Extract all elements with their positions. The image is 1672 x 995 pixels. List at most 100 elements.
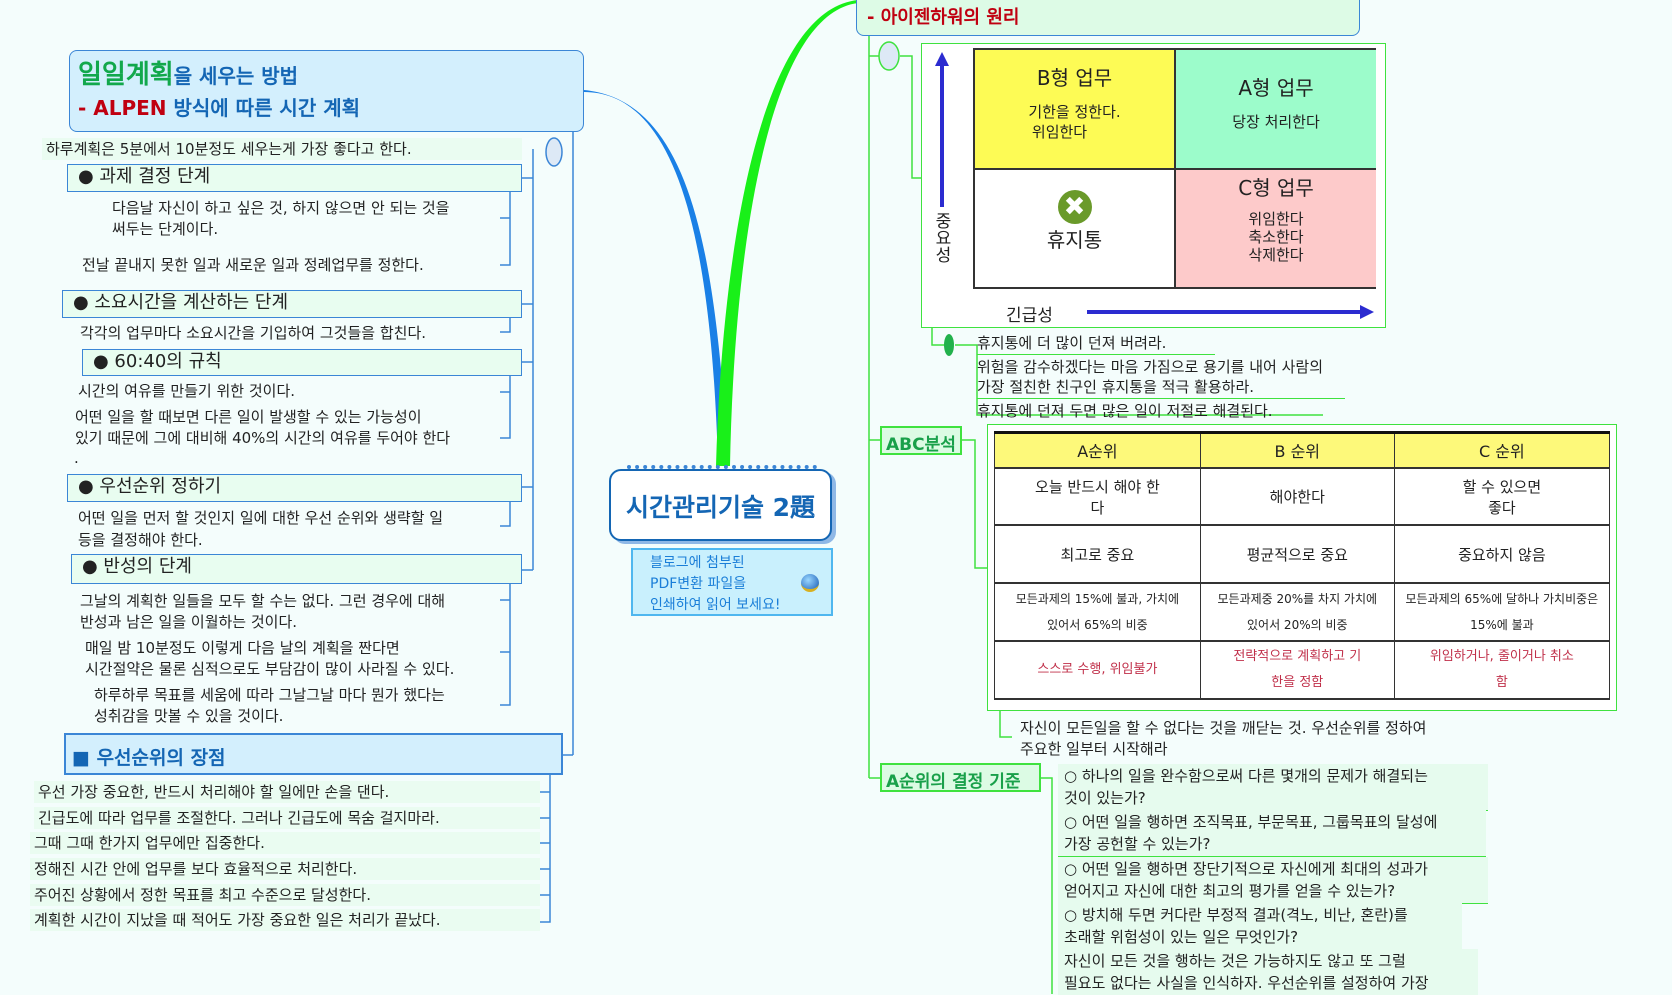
note-line: 인쇄하여 읽어 보세요! — [650, 597, 781, 613]
quadrant-grid: B형 업무 기한을 정한다. 위임한다 A형 업무 당장 처리한다 ✖ 휴지통 … — [973, 48, 1376, 289]
title-rest: 을 세우는 방법 — [173, 64, 299, 88]
table-cell: 모든과제의 15%에 불과, 가치에 있어서 65%의 비중 — [994, 583, 1201, 643]
quadrant-c-line: 위임한다 — [1248, 210, 1304, 228]
central-title: 시간관리기술 2題 — [625, 493, 816, 522]
central-topic[interactable]: 시간관리기술 2題 — [609, 465, 832, 541]
step-time-calc[interactable]: ● 소요시간을 계산하는 단계 — [62, 290, 522, 318]
trash-x-icon: ✖ — [1057, 190, 1092, 224]
central-note: 블로그에 첨부된 PDF변환 파일을 인쇄하여 읽어 보세요! — [631, 548, 833, 616]
trash-note: 위험을 감수하겠다는 마음 가짐으로 용기를 내어 사람의 — [977, 358, 1324, 376]
step-text: 그날의 계획한 일들을 모두 할 수는 없다. 그런 경우에 대해 — [80, 592, 446, 610]
table-cell: 모든과제의 65%에 달하나 가치비중은 15%에 불과 — [1393, 583, 1611, 643]
table-cell: 위임하거나, 줄이거나 취소함 — [1393, 641, 1611, 700]
step-task-decision[interactable]: ● 과제 결정 단계 — [67, 164, 522, 192]
advantage-item: 정해진 시간 안에 업무를 보다 효율적으로 처리한다. — [30, 858, 540, 880]
step-text: 있기 때문에 그에 대비해 40%의 시간의 여유를 두어야 한다 — [75, 429, 451, 447]
step-text: 써두는 단계이다. — [112, 220, 219, 238]
quadrant-b-line: 위임한다 — [1031, 123, 1088, 141]
step-text: 등을 결정해야 한다. — [78, 531, 203, 549]
quadrant-b-title: B형 업무 — [1036, 66, 1113, 90]
criteria-line: 자신이 모든 것을 행하는 것은 가능하지도 않고 또 그럴 — [1064, 952, 1406, 970]
note-line: 블로그에 첨부된 — [650, 555, 745, 571]
criteria-line: 초래할 위험성이 있는 일은 무엇인가? — [1064, 928, 1299, 946]
intro-text: 하루계획은 5분에서 10분정도 세우는게 가장 좋다고 한다. — [42, 138, 522, 160]
quadrant-c: C형 업무 위임한다 축소한다 삭제한다 — [1176, 170, 1376, 287]
title-green: 일일계획 — [78, 60, 174, 90]
quadrant-a-line: 당장 처리한다 — [1232, 113, 1320, 131]
criteria-line: 가장 공헌할 수 있는가? — [1064, 835, 1211, 853]
col-header: B 순위 — [1199, 430, 1395, 469]
blue-branch — [584, 90, 728, 466]
col-header: A순위 — [994, 430, 1201, 469]
criteria-line: 얻어지고 자신에 대한 최고의 평가를 얻을 수 있는가? — [1064, 882, 1396, 900]
quadrant-c-line: 삭제한다 — [1248, 246, 1304, 264]
quadrant-b-line: 기한을 정한다. — [1028, 103, 1121, 121]
trash-note: 가장 절친한 친구인 휴지통을 적극 활용하라. — [977, 377, 1345, 399]
globe-icon — [801, 574, 819, 592]
criteria-line: ○ 어떤 일을 행하면 장단기적으로 자신에게 최대의 성과가 — [1064, 860, 1428, 878]
table-cell: 모든과제중 20%를 차지 가치에 있어서 20%의 비중 — [1199, 583, 1395, 643]
y-axis-label: 중요성 — [931, 212, 951, 263]
step-reflection[interactable]: ● 반성의 단계 — [71, 554, 522, 584]
step-text: 어떤 일을 할 때보면 다른 일이 발생할 수 있는 가능성이 — [75, 408, 422, 426]
table-cell: 오늘 반드시 해야 한다 — [994, 467, 1201, 527]
step-text: 다음날 자신이 하고 싶은 것, 하지 않으면 안 되는 것을 — [112, 199, 450, 217]
step-text: 각각의 업무마다 소요시간을 기입하여 그것들을 합친다. — [80, 324, 427, 342]
table-cell: 전략적으로 계획하고 기한을 정함 — [1199, 641, 1395, 700]
step-60-40-rule[interactable]: ● 60:40의 규칙 — [82, 349, 522, 376]
quadrant-b: B형 업무 기한을 정한다. 위임한다 — [975, 50, 1176, 170]
priority-advantages-topic[interactable]: ■ 우선순위의 장점 — [64, 733, 563, 775]
advantage-item: 계획한 시간이 지났을 때 적어도 가장 중요한 일은 처리가 끝났다. — [30, 909, 540, 931]
a-priority-criteria-label[interactable]: A순위의 결정 기준 — [880, 763, 1041, 792]
table-cell: 중요하지 않음 — [1393, 525, 1611, 585]
step-text: . — [74, 449, 79, 467]
table-cell: 최고로 중요 — [994, 525, 1201, 585]
step-priority[interactable]: ● 우선순위 정하기 — [67, 474, 522, 502]
criteria-line: ○ 하나의 일을 완수함으로써 다른 몇개의 문제가 해결되는 — [1064, 767, 1428, 785]
criteria-line: 것이 있는가? — [1064, 789, 1146, 807]
step-text: 어떤 일을 먼저 할 것인지 일에 대한 우선 순위와 생략할 일 — [78, 509, 444, 527]
step-text: 전날 끝내지 못한 일과 새로운 일과 정례업무를 정한다. — [82, 256, 424, 274]
table-cell: 스스로 수행, 위임불가 — [994, 641, 1201, 700]
criteria-line: ○ 방치해 두면 커다란 부정적 결과(격노, 비난, 혼란)를 — [1064, 906, 1408, 924]
collapse-toggle — [878, 41, 900, 71]
advantage-item: 긴급도에 따라 업무를 조절한다. 그러나 긴급도에 목숨 걸지마라. — [34, 807, 540, 829]
table-cell: 할 수 있으면 좋다 — [1393, 467, 1611, 527]
quadrant-trash: ✖ 휴지통 — [975, 170, 1176, 287]
urgency-arrow — [1087, 310, 1363, 314]
criteria-line: ○ 어떤 일을 행하면 조직목표, 부문목표, 그룹목표의 달성에 — [1064, 813, 1438, 831]
quadrant-a-title: A형 업무 — [1238, 76, 1314, 100]
quadrant-a: A형 업무 당장 처리한다 — [1176, 50, 1376, 170]
advantage-item: 그때 그때 한가지 업무에만 집중한다. — [30, 832, 540, 854]
step-text: 성취감을 맛볼 수 있을 것이다. — [94, 707, 284, 725]
advantage-item: 우선 가장 중요한, 반드시 처리해야 할 일에만 손을 댄다. — [34, 781, 540, 803]
step-text: 매일 밤 10분정도 이렇게 다음 날의 계획을 짠다면 — [85, 639, 400, 657]
trash-note: 휴지통에 던져 두면 많은 일이 저절로 해결된다. — [977, 402, 1273, 420]
subtitle-alpen: ALPEN — [93, 96, 167, 120]
step-text: 시간절약은 물론 심적으로도 부담감이 많이 사라질 수 있다. — [85, 660, 455, 678]
table-cell: 해야한다 — [1199, 467, 1395, 527]
daily-plan-topic[interactable]: 일일계획을 세우는 방법 - ALPEN 방식에 따른 시간 계획 — [69, 50, 584, 132]
subtitle-dash: - — [78, 96, 94, 120]
abc-analysis-label[interactable]: ABC분석 — [880, 426, 962, 455]
arrow-head-right — [1360, 305, 1374, 319]
eisenhower-topic[interactable]: - 아이젠하워의 원리 — [856, 0, 1360, 36]
col-header: C 순위 — [1393, 430, 1611, 469]
abc-note: 자신이 모든일을 할 수 없다는 것을 깨닫는 것. 우선순위를 정하여 — [1020, 719, 1427, 737]
quadrant-c-title: C형 업무 — [1238, 176, 1314, 200]
abc-note: 주요한 일부터 시작해라 — [1020, 740, 1168, 758]
x-axis-label: 긴급성 — [1006, 306, 1053, 326]
advantage-item: 주어진 상황에서 정한 목표를 최고 수준으로 달성한다. — [30, 884, 540, 906]
step-text: 하루하루 목표를 세움에 따라 그날그날 마다 뭔가 했다는 — [94, 686, 445, 704]
arrow-head-up — [935, 52, 949, 66]
criteria-line: 필요도 없다는 사실을 인식하자. 우선순위를 설정하여 가장 — [1064, 974, 1429, 992]
quadrant-c-line: 축소한다 — [1248, 228, 1304, 246]
quadrant-trash-title: 휴지통 — [1046, 228, 1103, 252]
